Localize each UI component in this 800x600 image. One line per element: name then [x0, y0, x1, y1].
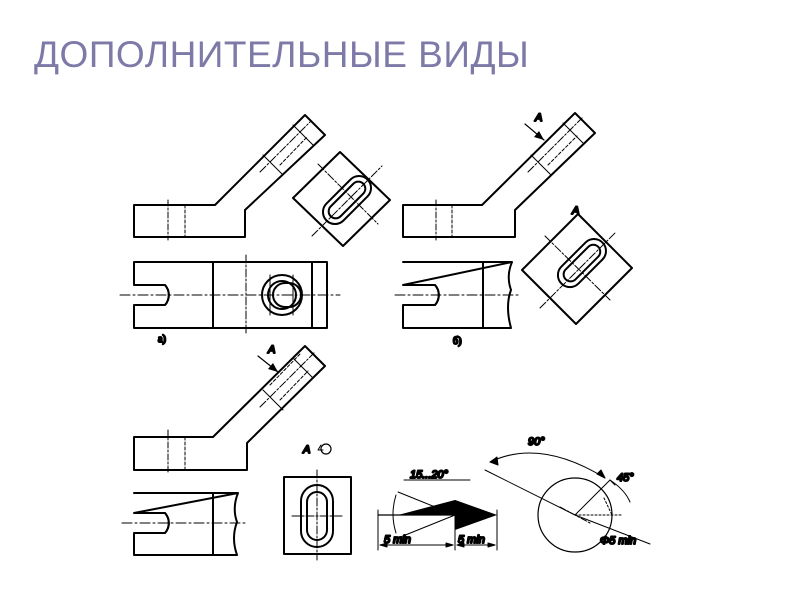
rotated-view-label: А	[302, 444, 310, 456]
length-5min-left: 5 min	[384, 534, 411, 546]
arrow-label-c: А	[267, 344, 275, 356]
length-5min-right: 5 min	[458, 534, 485, 546]
caption-b: б)	[453, 336, 461, 347]
arrow-label-b: А	[534, 112, 542, 124]
extra-view-label-b: А	[571, 205, 579, 217]
angle-range-label: 15...20°	[410, 469, 449, 481]
arrow-construction-detail	[377, 479, 498, 551]
caption-a: а)	[158, 334, 166, 345]
angle-90-label: 90°	[528, 436, 545, 448]
variant-a-drawing	[119, 114, 391, 336]
variant-b-drawing	[394, 112, 633, 329]
variant-c-drawing	[121, 345, 352, 561]
angle-45-label: 45°	[617, 472, 634, 484]
diameter-5min-label: Φ5 min	[600, 535, 636, 547]
slide-title: ДОПОЛНИТЕЛЬНЫЕ ВИДЫ	[34, 34, 530, 75]
circle-construction-detail	[484, 452, 651, 553]
